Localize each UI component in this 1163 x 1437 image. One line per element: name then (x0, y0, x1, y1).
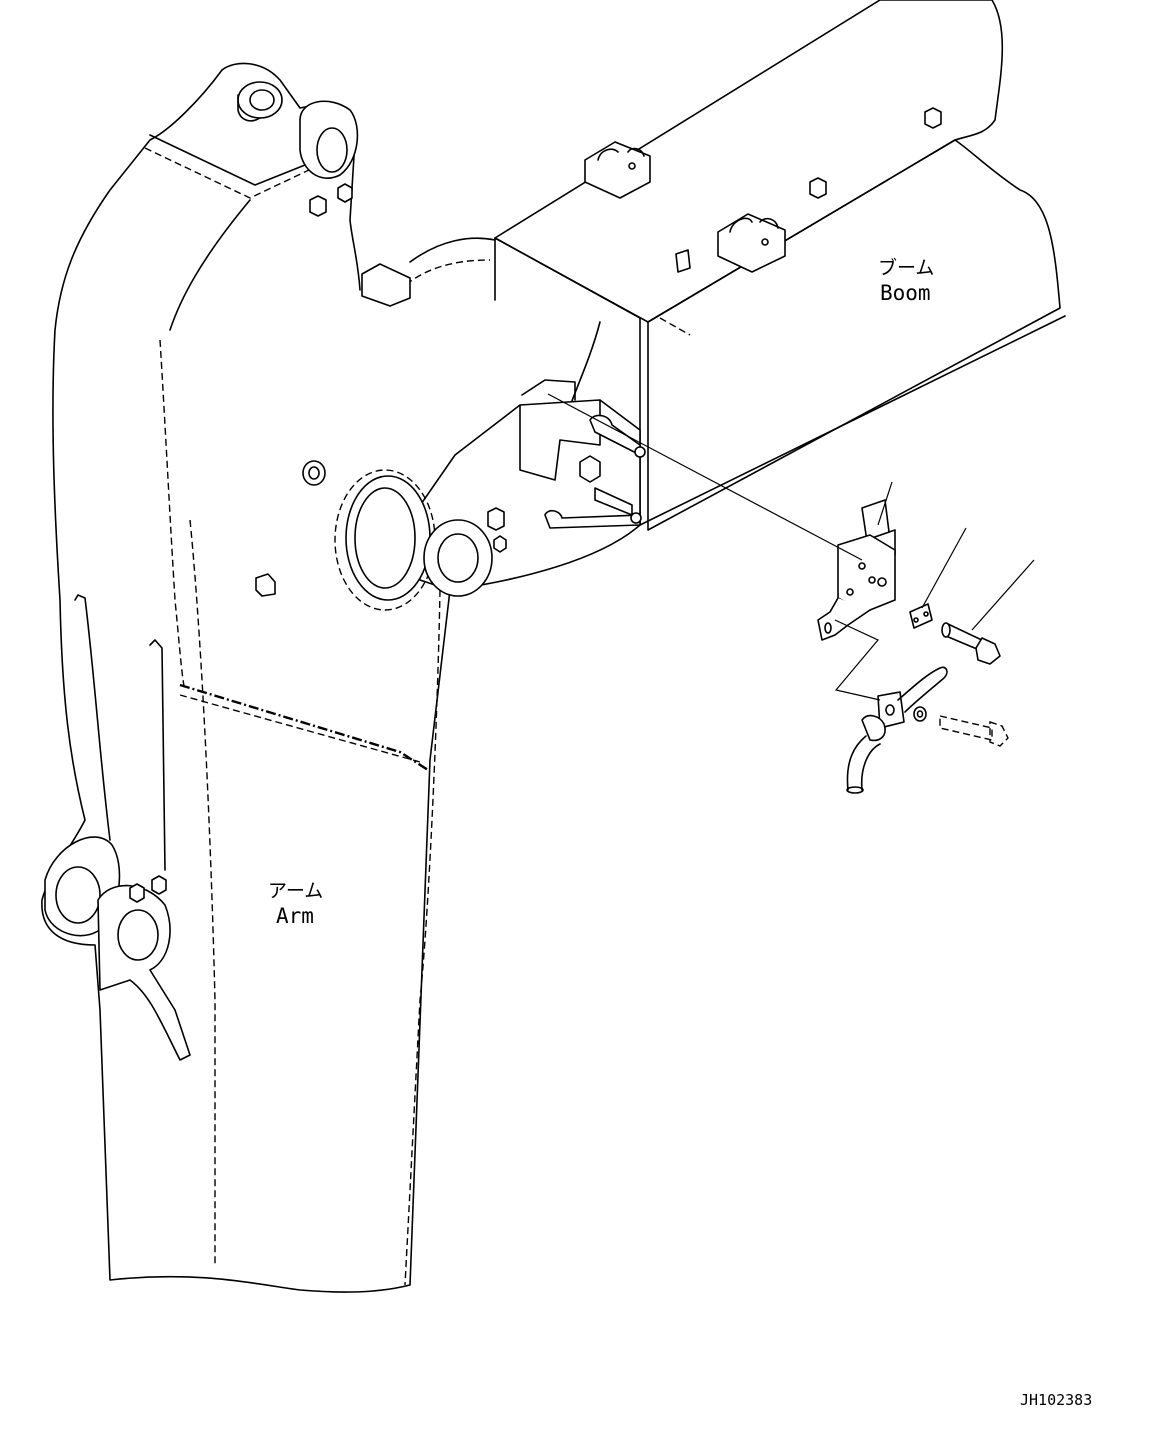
boom (397, 0, 1066, 531)
bracket-part (817, 499, 896, 641)
arm-bottom-boss (44, 836, 191, 1061)
boom-label-jp: ブーム (878, 256, 934, 279)
bolt-part (941, 622, 1001, 665)
exploded-parts (817, 499, 1009, 794)
arm-top-boss (237, 81, 283, 122)
arm-label-jp: アーム (268, 880, 323, 902)
boom-bracket-1 (584, 141, 651, 199)
leader-lines (547, 393, 1035, 701)
drawing-code: JH102383 (1020, 1391, 1092, 1409)
boom-foot-mount (334, 379, 646, 611)
boom-bracket-2 (717, 213, 786, 273)
hose-clamp-part (846, 666, 948, 794)
boom-nut-2 (809, 177, 827, 199)
arm-label-en: Arm (276, 904, 314, 928)
boom-foot-pin-boss (334, 469, 493, 611)
boom-label-en: Boom (880, 281, 931, 305)
arm (41, 62, 451, 1293)
arm-cylinder-boss (299, 100, 359, 179)
boom-nut-1 (924, 107, 942, 129)
bolt-part-2 (939, 715, 1009, 747)
clip-part (909, 603, 933, 629)
